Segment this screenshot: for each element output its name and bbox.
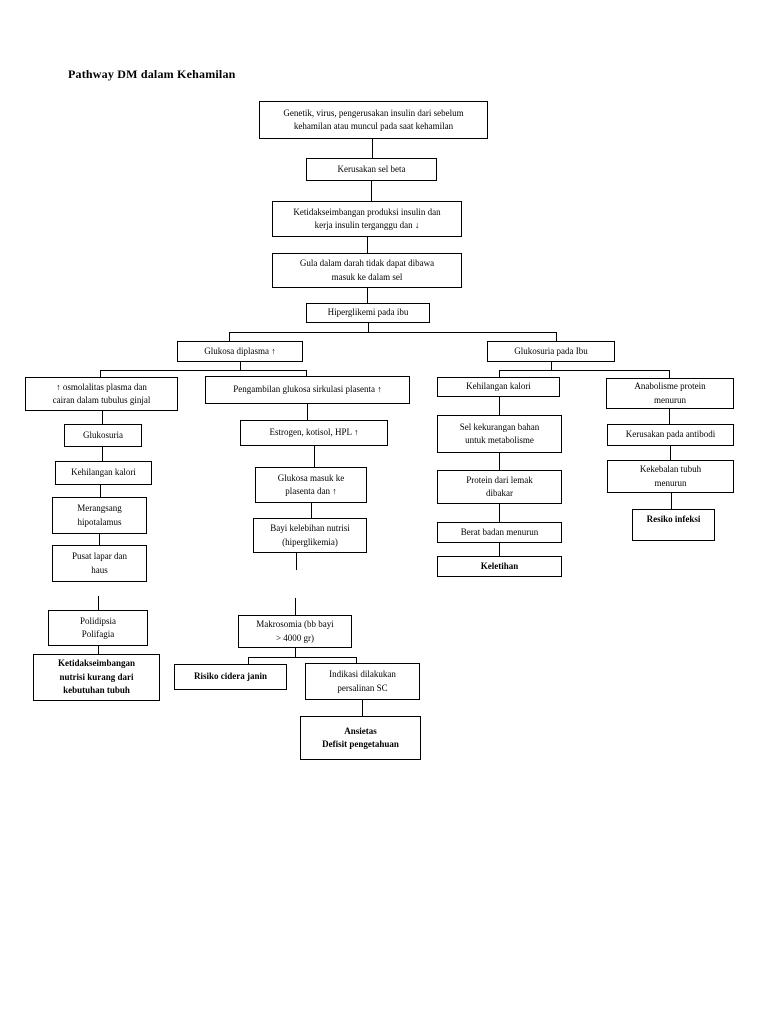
node-glukosuria: Glukosuria — [64, 424, 142, 447]
connector-line — [102, 411, 103, 424]
connector-line — [367, 237, 368, 253]
node-glukosa-diplasma: Glukosa diplasma ↑ — [177, 341, 303, 362]
node-kerusakan-antibodi: Kerusakan pada antibodi — [607, 424, 734, 446]
node-bayi-nutrisi: Bayi kelebihan nutrisi (hiperglikemia) — [253, 518, 367, 553]
node-glukosa-masuk: Glukosa masuk ke plasenta dan ↑ — [255, 467, 367, 503]
connector-line — [356, 657, 357, 663]
connector-line — [670, 446, 671, 460]
connector-line — [295, 648, 296, 657]
connector-line — [296, 553, 297, 570]
connector-line — [499, 543, 500, 556]
connector-line — [551, 362, 552, 370]
node-gula-darah: Gula dalam darah tidak dapat dibawa masu… — [272, 253, 462, 288]
node-glukosuria-ibu: Glukosuria pada Ibu — [487, 341, 615, 362]
connector-line — [100, 370, 307, 371]
connector-line — [499, 370, 500, 377]
node-kehilangan-kalori-2: Kehilangan kalori — [437, 377, 560, 397]
node-kekebalan: Kekebalan tubuh menurun — [607, 460, 734, 493]
connector-line — [368, 323, 369, 332]
connector-line — [240, 362, 241, 370]
node-kehilangan-kalori-1: Kehilangan kalori — [55, 461, 152, 485]
connector-line — [229, 332, 557, 333]
connector-line — [248, 657, 249, 664]
connector-line — [100, 370, 101, 377]
connector-line — [314, 446, 315, 467]
node-ketidakseimbangan-produksi: Ketidakseimbangan produksi insulin dan k… — [272, 201, 462, 237]
connector-line — [98, 596, 99, 610]
connector-line — [669, 409, 670, 424]
node-risiko-cidera: Risiko cidera janin — [174, 664, 287, 690]
connector-line — [99, 534, 100, 545]
node-pengambilan-glukosa: Pengambilan glukosa sirkulasi plasenta ↑ — [205, 376, 410, 404]
connector-line — [98, 646, 99, 654]
diagram-title: Pathway DM dalam Kehamilan — [68, 67, 236, 81]
node-berat-badan: Berat badan menurun — [437, 522, 562, 543]
connector-line — [295, 598, 296, 615]
node-keletihan: Keletihan — [437, 556, 562, 577]
connector-line — [362, 700, 363, 716]
connector-line — [102, 447, 103, 461]
connector-line — [372, 139, 373, 158]
node-hiperglikemi: Hiperglikemi pada ibu — [306, 303, 430, 323]
connector-line — [499, 504, 500, 522]
node-estrogen: Estrogen, kotisol, HPL ↑ — [240, 420, 388, 446]
connector-line — [499, 453, 500, 470]
connector-line — [669, 370, 670, 378]
node-resiko-infeksi: Resiko infeksi — [632, 509, 715, 541]
node-kerusakan-sel-beta: Kerusakan sel beta — [306, 158, 437, 181]
connector-line — [229, 332, 230, 341]
node-ketidakseimbangan-nutrisi: Ketidakseimbangan nutrisi kurang dari ke… — [33, 654, 160, 701]
connector-line — [371, 181, 372, 201]
node-makrosomia: Makrosomia (bb bayi > 4000 gr) — [238, 615, 352, 648]
connector-line — [499, 370, 670, 371]
node-sel-kekurangan: Sel kekurangan bahan untuk metabolisme — [437, 415, 562, 453]
connector-line — [306, 370, 307, 376]
node-merangsang-hipotalamus: Merangsang hipotalamus — [52, 497, 147, 534]
node-genetik: Genetik, virus, pengerusakan insulin dar… — [259, 101, 488, 139]
node-ansietas: Ansietas Defisit pengetahuan — [300, 716, 421, 760]
connector-line — [100, 485, 101, 497]
node-anabolisme: Anabolisme protein menurun — [606, 378, 734, 409]
connector-line — [307, 404, 308, 420]
node-osmolalitas: ↑ osmolalitas plasma dan cairan dalam tu… — [25, 377, 178, 411]
connector-line — [671, 493, 672, 509]
connector-line — [311, 503, 312, 518]
connector-line — [556, 332, 557, 341]
node-indikasi-sc: Indikasi dilakukan persalinan SC — [305, 663, 420, 700]
node-protein-lemak: Protein dari lemak dibakar — [437, 470, 562, 504]
node-polidipsia: Polidipsia Polifagia — [48, 610, 148, 646]
node-pusat-lapar: Pusat lapar dan haus — [52, 545, 147, 582]
connector-line — [248, 657, 357, 658]
connector-line — [367, 288, 368, 303]
connector-line — [499, 397, 500, 415]
